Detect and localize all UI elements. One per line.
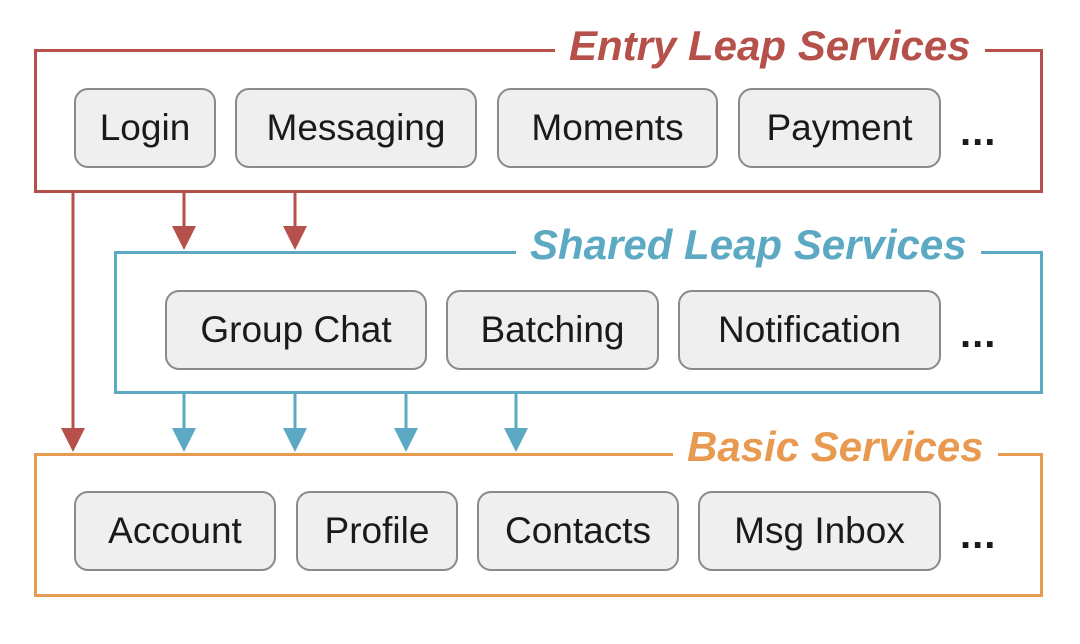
shared-more-ellipsis: ...	[960, 312, 997, 356]
service-msg-inbox: Msg Inbox	[698, 491, 941, 571]
basic-layer-frame	[34, 453, 1043, 597]
entry-layer-frame	[34, 49, 1043, 193]
service-group-chat: Group Chat	[165, 290, 427, 370]
entry-layer-title: Entry Leap Services	[555, 21, 985, 71]
service-login: Login	[74, 88, 216, 168]
shared-layer-title: Shared Leap Services	[516, 220, 981, 270]
basic-more-ellipsis: ...	[960, 513, 997, 557]
service-batching: Batching	[446, 290, 659, 370]
service-account: Account	[74, 491, 276, 571]
service-profile: Profile	[296, 491, 458, 571]
service-notification: Notification	[678, 290, 941, 370]
service-moments: Moments	[497, 88, 718, 168]
service-payment: Payment	[738, 88, 941, 168]
service-contacts: Contacts	[477, 491, 679, 571]
entry-more-ellipsis: ...	[960, 110, 997, 154]
service-messaging: Messaging	[235, 88, 477, 168]
basic-layer-title: Basic Services	[673, 422, 998, 472]
